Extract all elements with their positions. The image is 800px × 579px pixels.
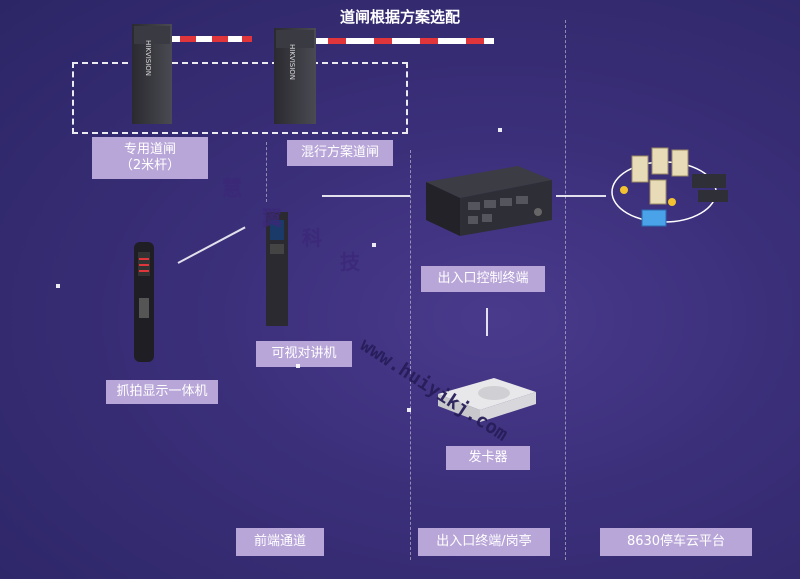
decor-dot	[498, 128, 502, 132]
brand-label: HIKVISION	[144, 40, 152, 76]
watermark-char: 技	[340, 250, 360, 274]
barrier-gate-mixed: HIKVISION	[274, 28, 494, 124]
card-issuer-device	[438, 378, 536, 422]
capture-display-unit-device	[134, 242, 154, 362]
watermark-char: 慧	[222, 176, 242, 200]
decor-dot	[56, 284, 60, 288]
label-barrier-mixed: 混行方案道闸	[287, 140, 393, 166]
label-card-issuer: 发卡器	[446, 446, 530, 470]
video-intercom-device	[266, 212, 288, 326]
decor-dot	[407, 408, 411, 412]
watermark-char: 翼	[262, 206, 282, 230]
label-video-intercom: 可视对讲机	[256, 341, 352, 367]
decor-dot	[372, 243, 376, 247]
label-entrance-controller: 出入口控制终端	[421, 266, 545, 292]
decor-dot	[296, 364, 300, 368]
zone-label-entrance-terminal: 出入口终端/岗亭	[418, 528, 550, 556]
zone-label-platform: 8630停车云平台	[600, 528, 752, 556]
zone-divider-left	[410, 150, 411, 560]
label-barrier-dedicated: 专用道闸 （2米杆）	[92, 137, 208, 179]
watermark-char: 科	[302, 226, 322, 250]
connector-line-controller-platform	[556, 195, 606, 197]
zone-divider-right	[565, 20, 566, 560]
connector-barrier-intercom	[266, 142, 267, 202]
barrier-gate-dedicated: HIKVISION	[132, 24, 252, 124]
connector-line-barrier-controller	[322, 195, 410, 197]
label-capture-display: 抓拍显示一体机	[106, 380, 218, 404]
barrier-group-box	[72, 62, 408, 134]
parking-cloud-platform-servers	[611, 147, 728, 227]
entrance-controller-device	[426, 166, 552, 236]
brand-label: HIKVISION	[288, 44, 296, 80]
connector-line-capture-intercom	[177, 226, 246, 264]
diagram-title: 道闸根据方案选配	[339, 8, 460, 26]
zone-label-front-lane: 前端通道	[236, 528, 324, 556]
connector-line-controller-card	[486, 308, 488, 336]
